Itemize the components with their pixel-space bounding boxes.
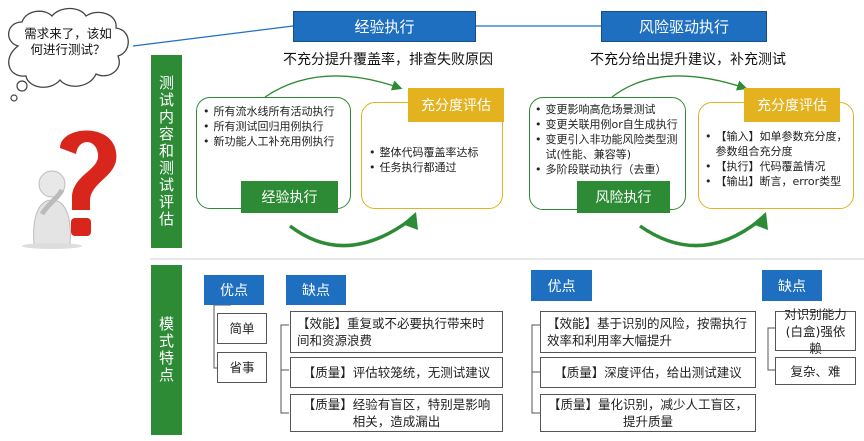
risk-assess-badge: 充分度评估 xyxy=(744,88,840,122)
list-item: •变更引入非功能风险类型测试(性能、兼容等) xyxy=(535,133,678,161)
thought-cloud-icon xyxy=(8,7,129,102)
exp-pros-label: 优点 xyxy=(204,275,264,305)
risk-pro-efficiency: 【效能】基于识别的风险，按需执行效率和利用率大幅提升 xyxy=(540,311,756,353)
risk-cons-label: 缺点 xyxy=(762,270,822,301)
list-item: •新功能人工补充用例执行 xyxy=(203,135,335,148)
list-item: •【输出】断言，error类型 xyxy=(705,175,842,188)
exp-cons-label: 缺点 xyxy=(286,275,346,305)
mode-features-label: 模式特点 xyxy=(151,265,182,435)
risk-pros-bracket xyxy=(531,324,540,414)
risk-con-dependency: 对识别能力(白盒)强依赖 xyxy=(775,307,856,356)
exp-con-efficiency: 【效能】重复或不必要执行带来时间和资源浪费 xyxy=(290,311,503,353)
risk-assess-list: •【输入】如单参数充分度，参数组合充分度 •【执行】代码覆盖情况 •【输出】断言… xyxy=(705,129,851,189)
exp-assess-badge: 充分度评估 xyxy=(408,88,504,122)
experience-list: •所有流水线所有活动执行 •所有测试回归用例执行 •新功能人工补充用例执行 xyxy=(203,104,348,149)
thinking-person-icon xyxy=(22,170,82,249)
list-item: •变更关联用例or自生成执行 xyxy=(535,118,678,131)
exp-pro-simple: 简单 xyxy=(217,313,267,344)
exp-cons-bracket xyxy=(280,324,289,414)
risk-subtitle: 不充分给出提升建议，补充测试 xyxy=(590,52,786,68)
risk-cons-bracket xyxy=(767,327,775,371)
content-eval-label: 测试内容和测试评估 xyxy=(151,55,182,248)
exp-top-arc xyxy=(264,75,403,98)
list-item: •所有流水线所有活动执行 xyxy=(203,105,335,118)
list-item: •多阶段联动执行（去重） xyxy=(535,163,667,176)
exp-con-quality-1: 【质量】评估较笼统，无测试建议 xyxy=(290,357,503,388)
list-item: •【输入】如单参数充分度，参数组合充分度 xyxy=(705,130,848,158)
exp-assess-list: •整体代码覆盖率达标 •任务执行都通过 xyxy=(369,145,499,175)
list-item: •任务执行都通过 xyxy=(369,161,457,174)
list-item: •整体代码覆盖率达标 xyxy=(369,146,479,159)
list-item: •所有测试回归用例执行 xyxy=(203,120,324,133)
risk-con-complex: 复杂、难 xyxy=(775,357,856,385)
risk-bottom-arc xyxy=(638,218,762,248)
cloud-connector-line xyxy=(132,25,294,47)
list-item: •【执行】代码覆盖情况 xyxy=(705,160,826,173)
risk-pro-quality-2: 【质量】量化识别，减少人工盲区，提升质量 xyxy=(540,394,756,432)
risk-top-arc xyxy=(611,75,748,98)
cloud-question-text: 需求来了，该如何进行测试？ xyxy=(24,26,112,57)
risk-list: •变更影响高危场景测试 •变更关联用例or自生成执行 •变更引入非功能风险类型测… xyxy=(535,102,685,177)
risk-pro-quality-1: 【质量】深度评估，给出测试建议 xyxy=(540,357,756,388)
question-mark-icon xyxy=(22,130,117,249)
exp-con-quality-2: 【质量】经验有盲区，特别是影响相关，造成漏出 xyxy=(290,394,503,432)
experience-execution-badge: 经验执行 xyxy=(241,181,338,213)
experience-header: 经验执行 xyxy=(293,11,476,42)
risk-pros-label: 优点 xyxy=(531,270,592,301)
risk-header: 风险驱动执行 xyxy=(601,11,767,42)
experience-subtitle: 不充分提升覆盖率，排查失败原因 xyxy=(283,52,493,68)
exp-bottom-arc xyxy=(288,218,412,248)
list-item: •变更影响高危场景测试 xyxy=(535,103,656,116)
exp-pro-easy: 省事 xyxy=(217,352,267,383)
risk-execution-badge: 风险执行 xyxy=(577,181,670,213)
